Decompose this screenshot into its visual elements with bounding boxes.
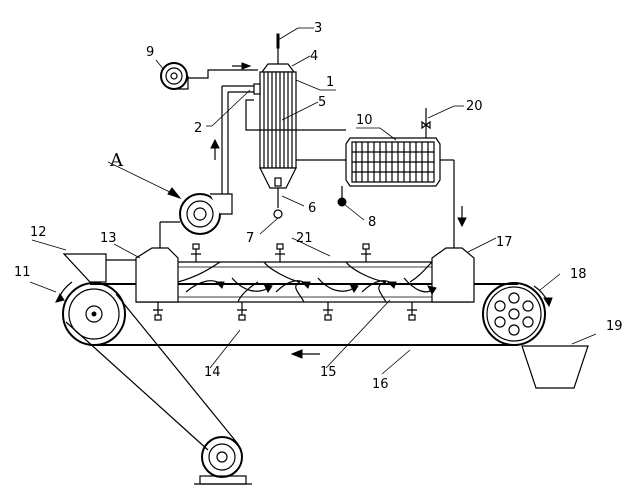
label-14: 14	[204, 365, 221, 380]
drive-motor	[65, 293, 252, 485]
feed-hopper	[62, 253, 136, 283]
label-11: 11	[14, 265, 31, 280]
label-7: 7	[246, 231, 254, 246]
label-10: 10	[356, 113, 373, 128]
blower-9	[160, 62, 258, 90]
label-6: 6	[308, 201, 316, 216]
label-13: 13	[100, 231, 117, 246]
leader-lines	[29, 27, 597, 375]
part-labels: 1 2 3 4 5 6 7 8 9 10 11 12 13 14 15 16 1…	[14, 21, 623, 392]
drying-chamber	[135, 160, 475, 321]
label-A: A	[109, 150, 124, 171]
label-9: 9	[146, 45, 154, 60]
label-3: 3	[314, 21, 322, 36]
spray-tower	[245, 33, 346, 219]
condenser	[337, 108, 467, 228]
label-2: 2	[194, 121, 202, 136]
label-4: 4	[310, 49, 318, 64]
label-20: 20	[466, 99, 483, 114]
label-16: 16	[372, 377, 389, 392]
hot-air-fan-A	[160, 85, 256, 235]
label-17: 17	[496, 235, 513, 250]
label-21: 21	[296, 231, 313, 246]
label-5: 5	[318, 95, 326, 110]
product-collector	[521, 345, 589, 389]
conveyor-belt	[55, 281, 553, 359]
label-18: 18	[570, 267, 587, 282]
label-1: 1	[326, 75, 334, 90]
label-19: 19	[606, 319, 623, 334]
label-12: 12	[30, 225, 47, 240]
label-15: 15	[320, 365, 337, 380]
label-8: 8	[368, 215, 376, 230]
